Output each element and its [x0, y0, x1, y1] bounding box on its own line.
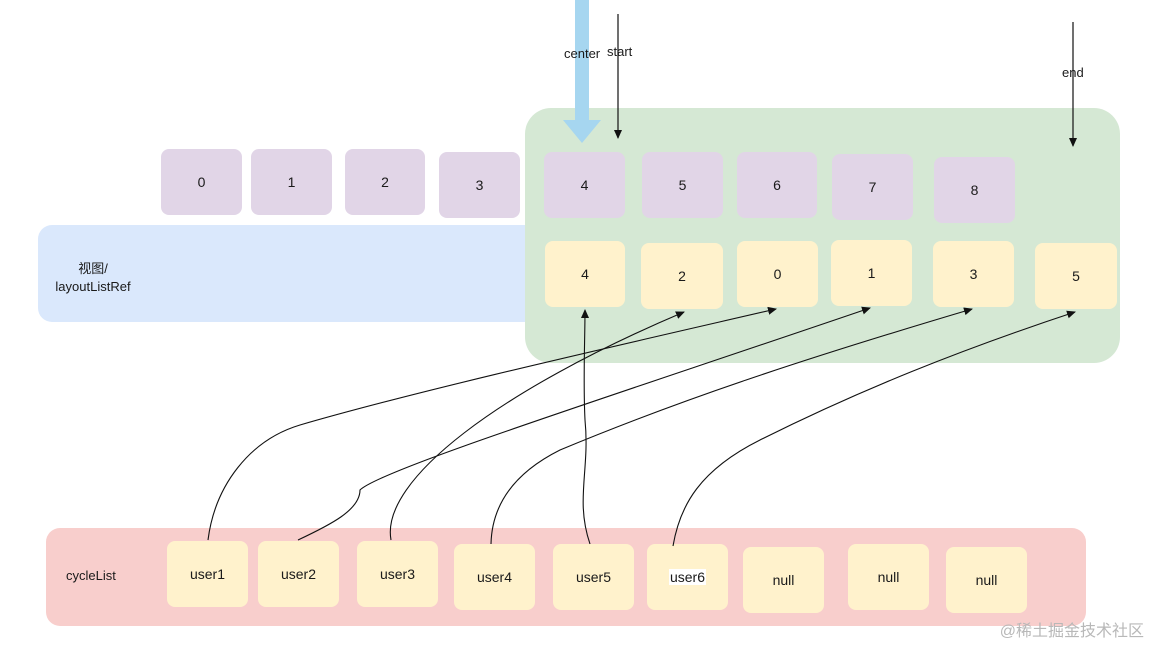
- index-box: 3: [439, 152, 520, 218]
- index-box: 7: [832, 154, 913, 220]
- cycle-item: null: [848, 544, 929, 610]
- mapping-curve-user5: [580, 309, 591, 545]
- cycle-item: null: [743, 547, 824, 613]
- mapping-curve-user1: [207, 306, 777, 541]
- layout-box: 5: [1035, 243, 1117, 309]
- layout-box: 2: [641, 243, 723, 309]
- cycle-item: user4: [454, 544, 535, 610]
- cycle-item: user1: [167, 541, 248, 607]
- layout-box: 4: [545, 241, 625, 307]
- layout-box: 3: [933, 241, 1014, 307]
- mapping-curve-user3: [389, 311, 685, 541]
- center-pointer-label: center: [564, 46, 601, 61]
- view-label-line1: 视图/: [78, 261, 108, 276]
- index-box: 2: [345, 149, 425, 215]
- index-box: 1: [251, 149, 332, 215]
- watermark: @稀土掘金技术社区: [999, 623, 1144, 640]
- cycle-item: user5: [553, 544, 634, 610]
- index-box: 5: [642, 152, 723, 218]
- layout-box: 1: [831, 240, 912, 306]
- end-pointer-label: end: [1062, 65, 1084, 80]
- visible-window-region: [525, 108, 1120, 363]
- cycle-item-highlighted-label: user6: [668, 569, 707, 585]
- mapping-curve-user2: [297, 306, 871, 541]
- index-box: 0: [161, 149, 242, 215]
- view-label-line2: layoutListRef: [55, 279, 131, 294]
- cycle-item: null: [946, 547, 1027, 613]
- cycle-item: user3: [357, 541, 438, 607]
- mapping-curve-user4: [490, 307, 973, 545]
- layout-box: 0: [737, 241, 818, 307]
- start-pointer-label: start: [607, 44, 633, 59]
- index-box: 8: [934, 157, 1015, 223]
- view-region: [38, 225, 558, 322]
- mapping-curve-user6: [672, 310, 1076, 547]
- index-box: 6: [737, 152, 817, 218]
- cycle-list-label: cycleList: [66, 568, 116, 583]
- cycle-item: user6: [647, 544, 728, 610]
- center-pointer-arrow: [563, 0, 601, 143]
- cycle-item: user2: [258, 541, 339, 607]
- view-label: 视图/ layoutListRef: [48, 260, 138, 296]
- index-box: 4: [544, 152, 625, 218]
